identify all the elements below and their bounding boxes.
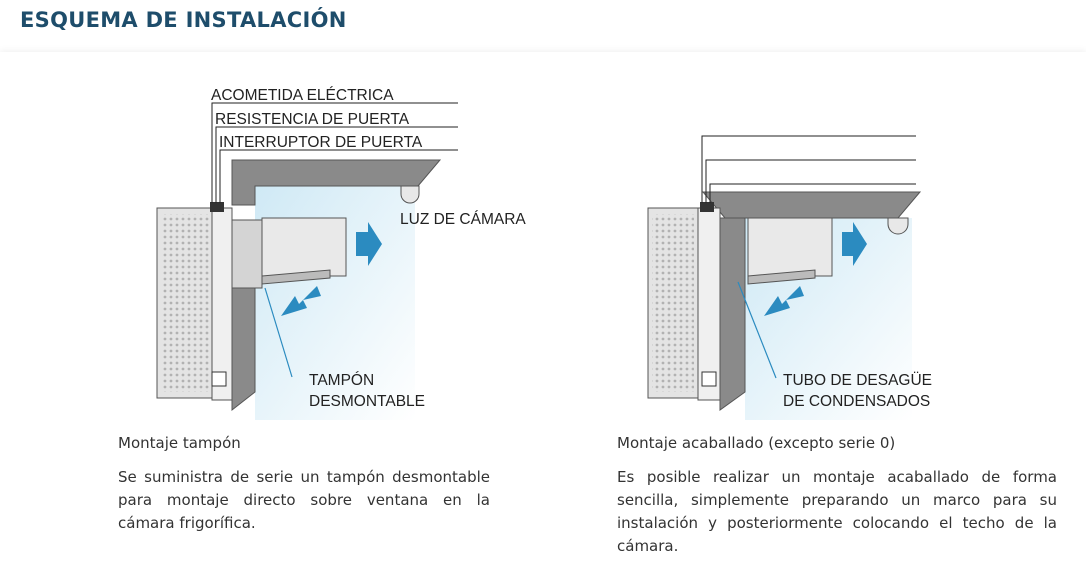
chamber-wall-lower <box>231 284 256 412</box>
label-acometida: ACOMETIDA ELÉCTRICA <box>211 87 394 104</box>
chamber-wall-right <box>719 217 746 411</box>
air-in-arrow <box>281 286 321 316</box>
label-tubo-1: TUBO DE DESAGÜE <box>783 371 932 389</box>
chamber-wall <box>231 159 442 206</box>
air-out-arrow <box>356 222 382 266</box>
right-figure: TUBO DE DESAGÜE DE CONDENSADOS <box>647 135 932 420</box>
label-interruptor: INTERRUPTOR DE PUERTA <box>219 134 423 151</box>
ceiling-slab <box>701 191 922 219</box>
chamber-light-icon-right <box>887 217 909 235</box>
label-luz: LUZ DE CÁMARA <box>400 211 526 228</box>
caption-right: Montaje acaballado (excepto serie 0) <box>617 434 896 452</box>
cable-lines-right <box>701 135 916 203</box>
air-in-arrow-right <box>764 286 804 316</box>
description-right: Es posible realizar un montaje acaballad… <box>617 468 1057 555</box>
label-tubo-2: DE CONDENSADOS <box>783 393 930 410</box>
left-figure: ACOMETIDA ELÉCTRICA RESISTENCIA DE PUERT… <box>156 87 526 420</box>
cable-lines <box>211 102 458 203</box>
chamber-light-icon <box>400 185 420 204</box>
label-tampon-2: DESMONTABLE <box>309 393 425 410</box>
evaporator-unit <box>261 217 347 277</box>
page-title: ESQUEMA DE INSTALACIÓN <box>20 8 347 32</box>
removable-plug <box>231 219 263 289</box>
caption-left: Montaje tampón <box>118 434 241 452</box>
description-left: Se suministra de serie un tampón desmont… <box>118 468 490 532</box>
air-out-arrow-right <box>842 222 867 266</box>
label-resistencia: RESISTENCIA DE PUERTA <box>215 111 410 128</box>
evaporator-unit-right <box>747 217 833 277</box>
label-tampon-1: TAMPÓN <box>309 372 374 389</box>
